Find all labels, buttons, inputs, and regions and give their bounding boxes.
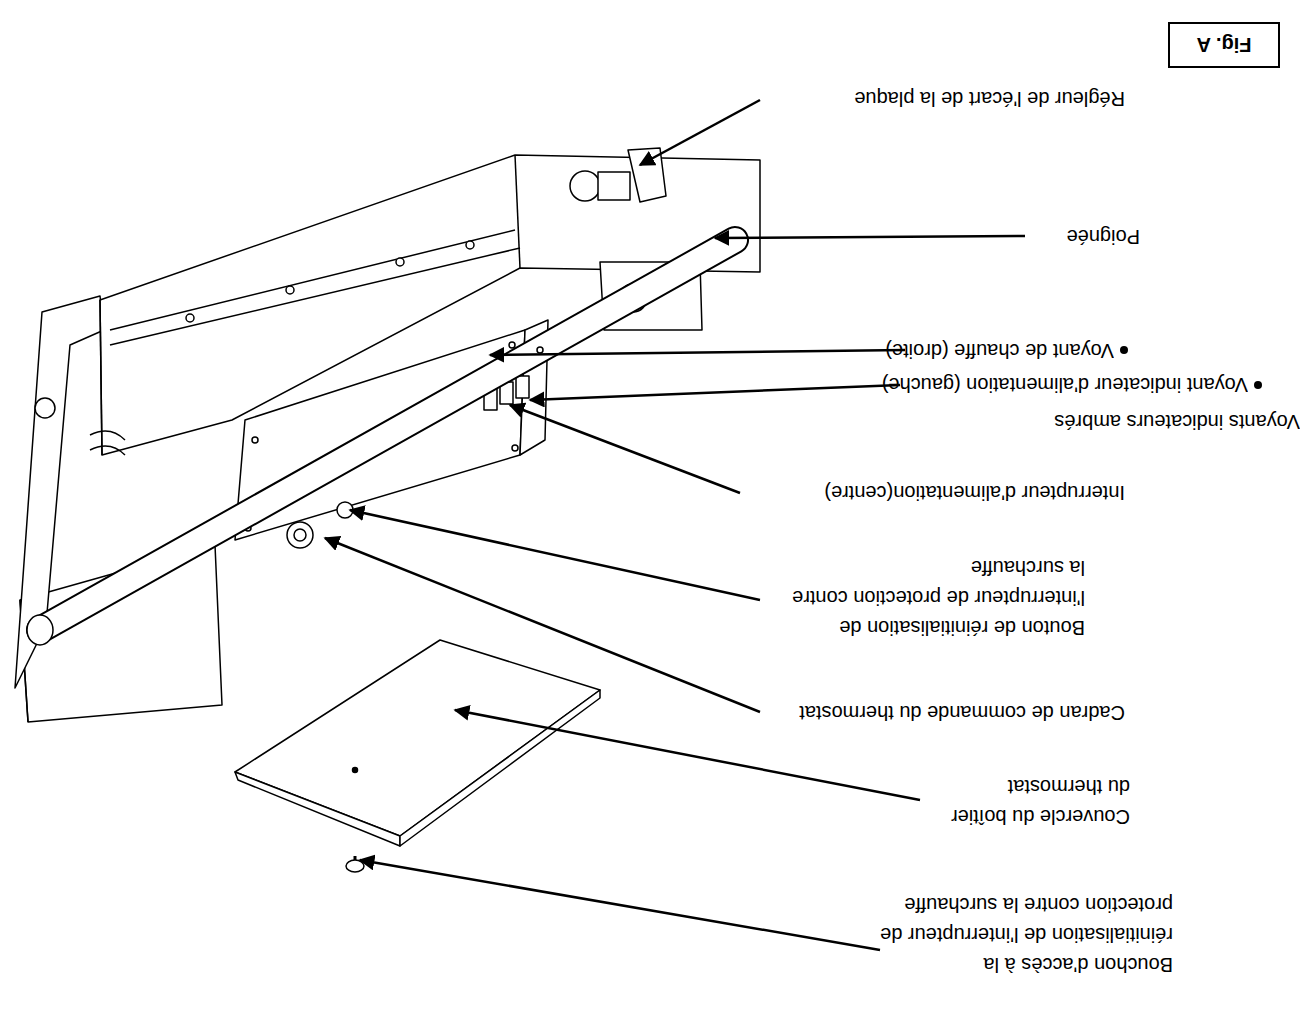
hinge-curve bbox=[90, 431, 125, 440]
leader-arrow bbox=[360, 860, 880, 950]
list-bullet bbox=[1120, 346, 1128, 354]
part-label: Poignée bbox=[1030, 222, 1140, 252]
plate-screw bbox=[466, 241, 474, 249]
thermostat-dial bbox=[287, 522, 313, 548]
plate-edge bbox=[110, 230, 515, 330]
part-label: Régleur de l'écart de la plaque bbox=[765, 84, 1125, 114]
leader-arrow bbox=[510, 405, 740, 493]
hinge-curve bbox=[90, 446, 125, 455]
leader-arrow bbox=[350, 510, 760, 600]
part-label: Bouchon d'accès à la réinitialisation de… bbox=[878, 890, 1173, 980]
leader-arrow bbox=[325, 538, 760, 712]
cover-edge bbox=[400, 690, 600, 846]
list-bullet bbox=[1254, 381, 1262, 389]
plate-screw bbox=[286, 286, 294, 294]
cover-hole bbox=[353, 768, 358, 773]
access-plug bbox=[346, 860, 364, 872]
leader-arrow bbox=[530, 385, 900, 400]
plate-screw bbox=[186, 314, 194, 322]
gap-adjuster bbox=[628, 148, 666, 202]
box-screw bbox=[252, 437, 258, 443]
part-label: Cadran de commande du thermostat bbox=[765, 698, 1125, 728]
handle-end bbox=[27, 615, 53, 645]
gap-adjuster-knob bbox=[570, 171, 600, 201]
indicator-light bbox=[516, 376, 529, 398]
machine-drawing bbox=[15, 148, 760, 872]
leader-arrow bbox=[640, 100, 760, 165]
handle-screw bbox=[537, 347, 543, 353]
body-edge bbox=[515, 155, 520, 268]
part-label: Voyant de chauffe (droite) bbox=[908, 336, 1114, 366]
leader-arrow bbox=[490, 350, 905, 355]
box-screw bbox=[512, 445, 518, 451]
leader-lines bbox=[325, 100, 1025, 950]
box-screw bbox=[509, 342, 515, 348]
leader-arrow bbox=[715, 236, 1025, 238]
plate-screw bbox=[396, 258, 404, 266]
gap-adjuster-body bbox=[598, 172, 630, 200]
figure-label-box: Fig. A bbox=[1168, 22, 1280, 68]
figure-title: Fig. A bbox=[1197, 34, 1252, 57]
part-label: Interrupteur d'alimentation(centre) bbox=[745, 478, 1125, 508]
part-label: Voyants indicateurs ambrés bbox=[940, 407, 1300, 437]
part-label: Bouton de réinitialisation de l'interrup… bbox=[785, 553, 1085, 643]
part-label: Voyant indicateur d'alimentation (gauche… bbox=[908, 370, 1248, 400]
thermostat-dial bbox=[294, 529, 306, 541]
frame-hole bbox=[35, 398, 55, 418]
cover-edge bbox=[235, 772, 400, 846]
plate-edge bbox=[110, 248, 520, 345]
part-label: Couvercle du boîtier du thermostat bbox=[925, 772, 1130, 832]
